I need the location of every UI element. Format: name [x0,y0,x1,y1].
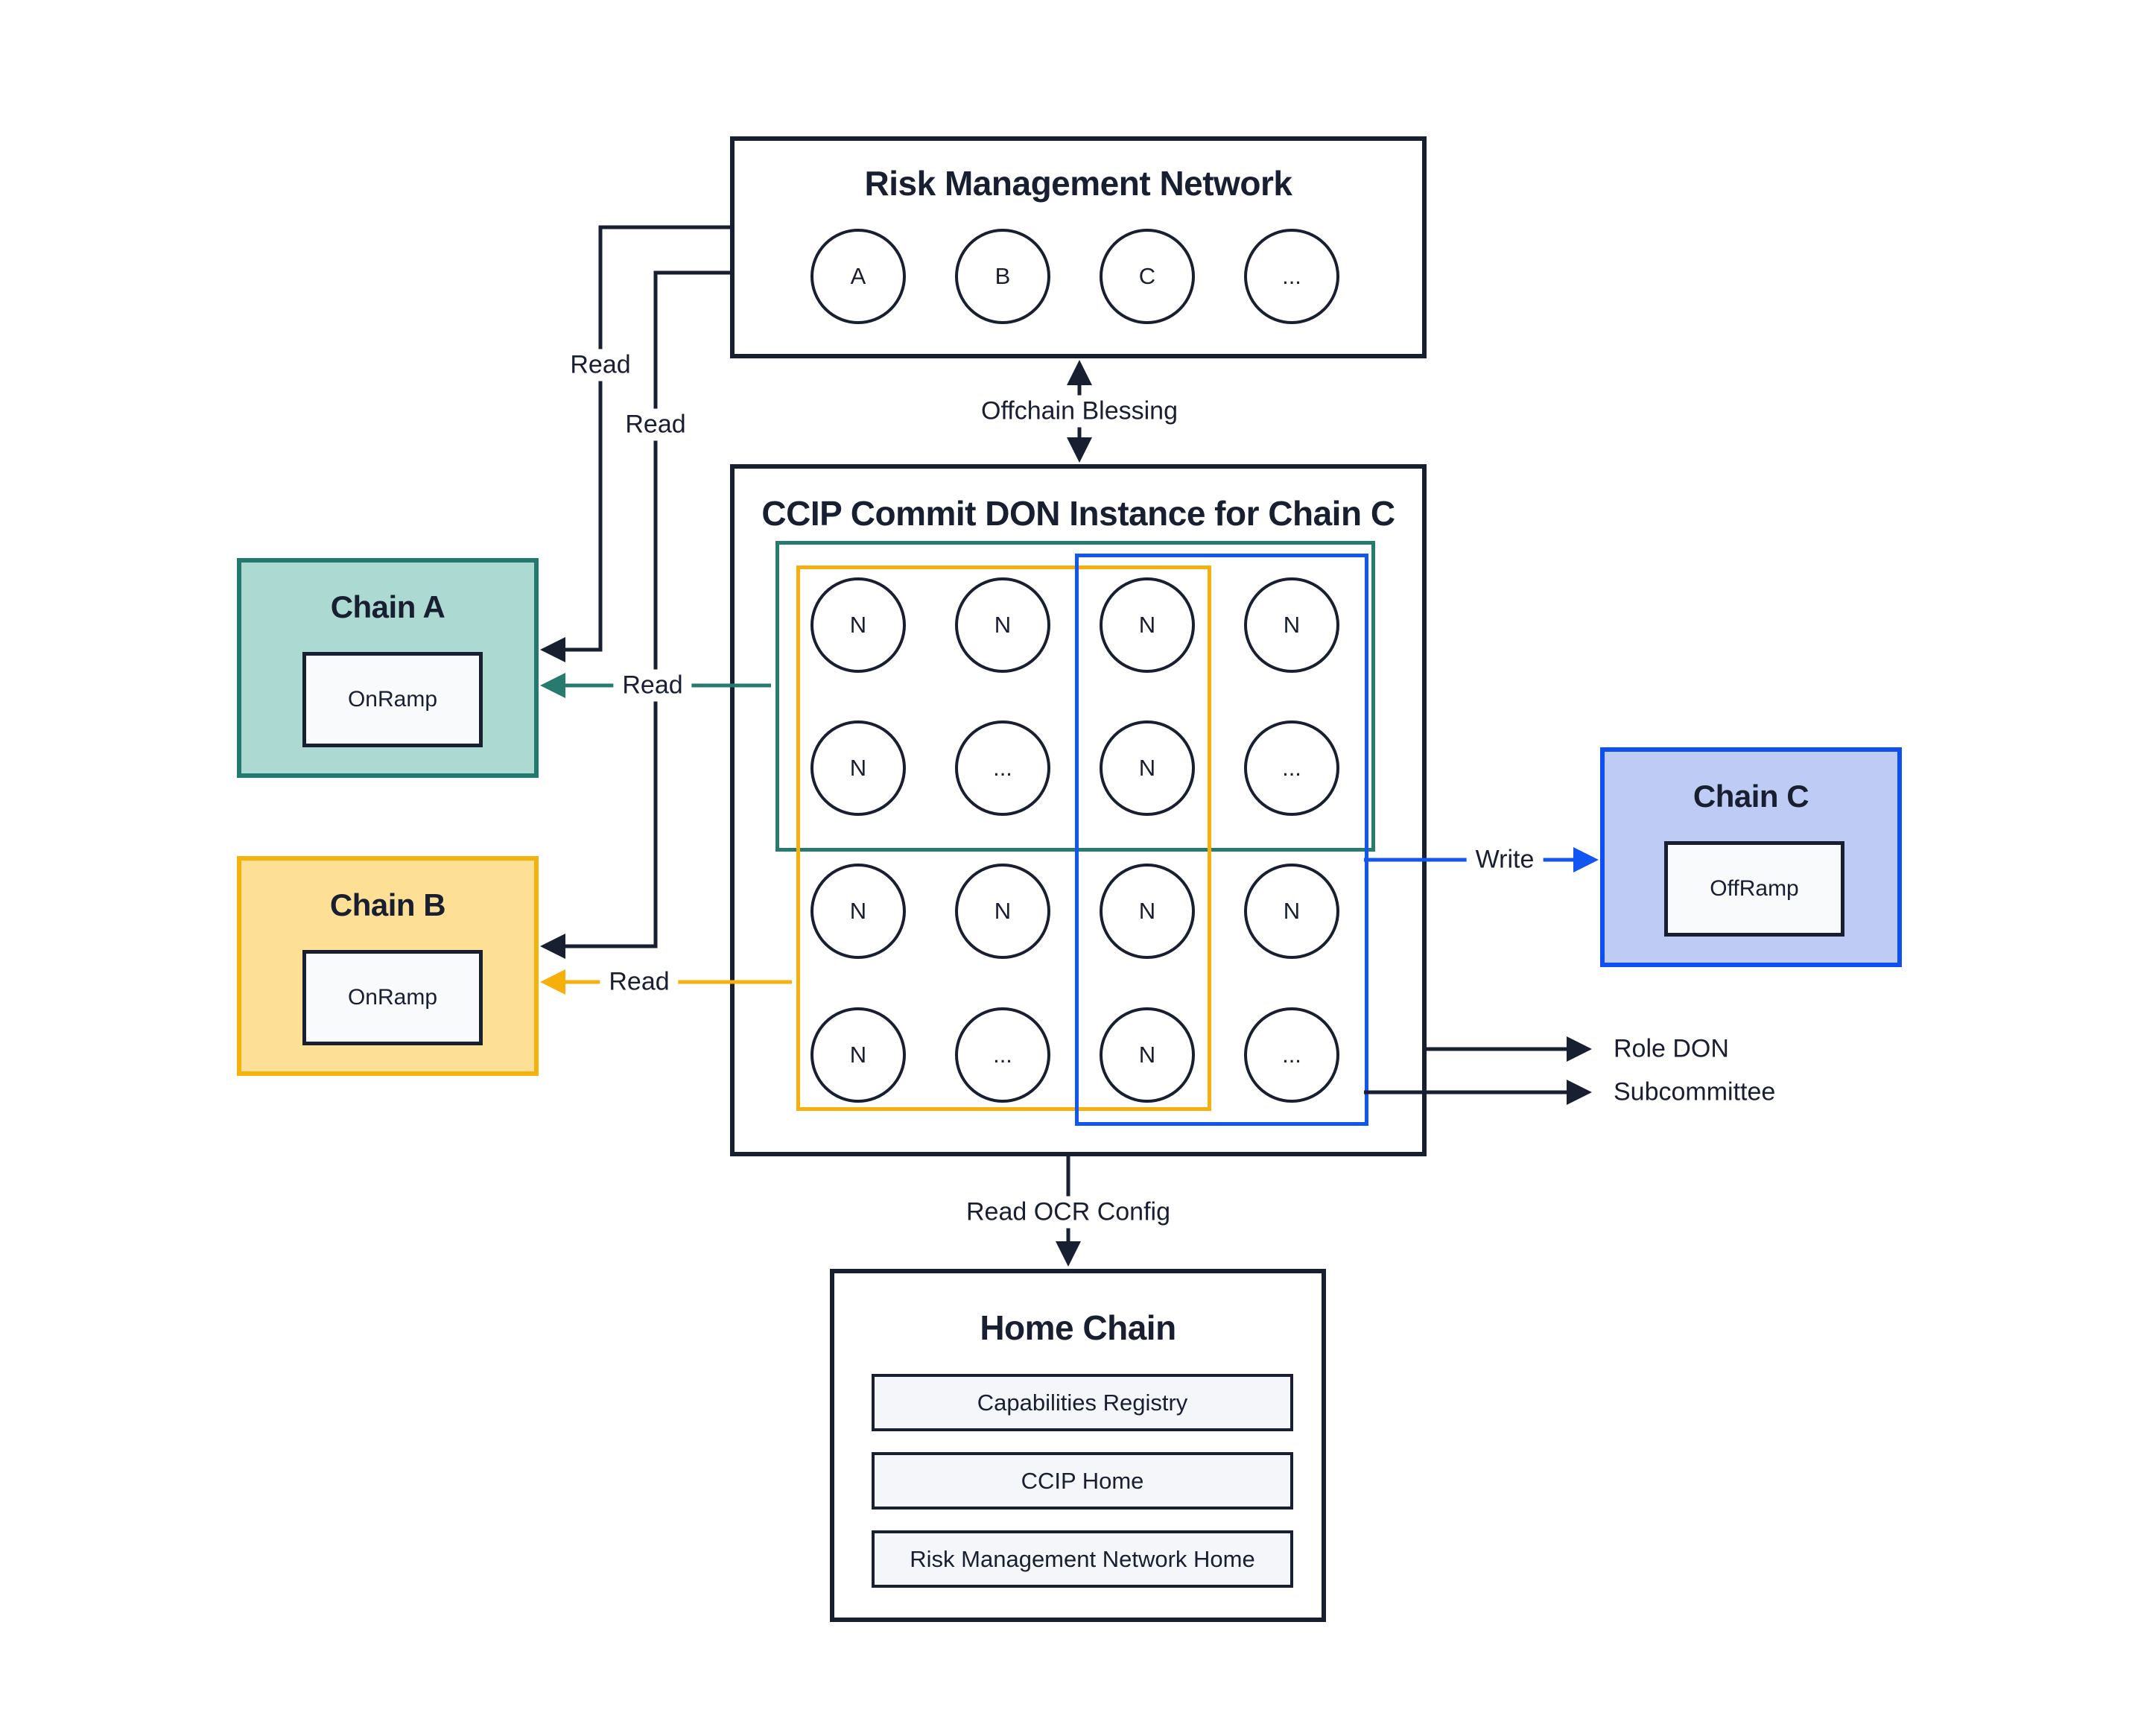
ccip-home-item: CCIP Home [872,1452,1293,1510]
rmn-node-more-label: ... [1282,263,1301,289]
chain-a-title: Chain A [330,589,445,624]
rmn-node-b: B [955,229,1050,324]
rmn-home-label: Risk Management Network Home [910,1545,1255,1572]
don-node: N [1100,720,1195,816]
capabilities-registry-label: Capabilities Registry [977,1389,1188,1416]
don-node: ... [955,1007,1050,1103]
rmn-node-a-label: A [850,263,866,289]
home-chain-box: Home Chain Capabilities Registry CCIP Ho… [830,1269,1326,1622]
read-ocr-config-label: Read OCR Config [957,1196,1180,1229]
don-node: N [955,577,1050,673]
read-label-don-chain-a: Read [613,669,692,702]
rmn-node-more: ... [1244,229,1339,324]
don-node-label: N [849,755,867,781]
don-node-label: ... [993,1042,1012,1068]
chain-c-box: Chain C OffRamp [1600,747,1902,967]
read-label-rmn-chain-b: Read [616,408,695,441]
ccip-commit-don-title: CCIP Commit DON Instance for Chain C [761,494,1395,533]
don-node: ... [955,720,1050,816]
don-node: ... [1244,720,1339,816]
don-node-label: N [1138,898,1156,924]
don-node: N [1100,577,1195,673]
ccip-home-label: CCIP Home [1021,1467,1144,1494]
subcommittee-label: Subcommittee [1609,1076,1780,1109]
rmn-node-c-label: C [1138,263,1156,289]
rmn-node-b-label: B [994,263,1011,289]
don-node: N [1100,864,1195,959]
read-label-rmn-chain-a: Read [561,349,640,381]
chain-b-subcommittee-outline [796,566,1211,1111]
don-node-label: ... [1282,1042,1301,1068]
chain-b-onramp: OnRamp [302,950,483,1045]
rmn-node-c: C [1100,229,1195,324]
ccip-commit-don-box: CCIP Commit DON Instance for Chain C N N… [730,464,1427,1156]
don-node-label: N [849,612,867,638]
don-node-label: N [994,898,1012,924]
home-chain-title: Home Chain [980,1308,1176,1347]
read-label-don-chain-b: Read [600,966,679,998]
don-node-label: N [994,612,1012,638]
risk-management-network-box: Risk Management Network A B C ... [730,136,1427,358]
chain-b-onramp-label: OnRamp [347,985,438,1010]
rmn-node-a: A [810,229,906,324]
don-node: N [1100,1007,1195,1103]
offchain-blessing-label: Offchain Blessing [972,395,1187,428]
don-node-label: N [1138,1042,1156,1068]
don-node: N [810,577,906,673]
chain-a-onramp-label: OnRamp [347,687,438,712]
capabilities-registry-item: Capabilities Registry [872,1374,1293,1431]
chain-a-box: Chain A OnRamp [237,558,539,778]
don-node-label: ... [993,755,1012,781]
don-node-label: N [849,1042,867,1068]
don-node-label: N [1283,898,1301,924]
chain-c-subcommittee-outline [1075,554,1368,1126]
don-node: N [955,864,1050,959]
don-node-label: N [1138,612,1156,638]
don-node: N [1244,864,1339,959]
don-node-label: N [849,898,867,924]
role-don-label: Role DON [1609,1033,1733,1065]
don-node: N [1244,577,1339,673]
don-node-label: ... [1282,755,1301,781]
don-node: N [810,864,906,959]
chain-b-box: Chain B OnRamp [237,856,539,1076]
chain-c-offramp: OffRamp [1664,841,1844,937]
chain-c-title: Chain C [1693,779,1809,814]
write-label: Write [1466,843,1544,876]
don-node: ... [1244,1007,1339,1103]
don-node: N [810,1007,906,1103]
don-node-label: N [1283,612,1301,638]
chain-b-title: Chain B [329,887,446,922]
role-don-arrow [1427,1036,1592,1062]
risk-management-network-title: Risk Management Network [864,164,1292,203]
rmn-to-chain-a-read-arrow [540,225,730,662]
don-node: N [810,720,906,816]
don-node-label: N [1138,755,1156,781]
chain-c-offramp-label: OffRamp [1710,876,1799,901]
chain-a-onramp: OnRamp [302,652,483,747]
rmn-home-item: Risk Management Network Home [872,1530,1293,1588]
